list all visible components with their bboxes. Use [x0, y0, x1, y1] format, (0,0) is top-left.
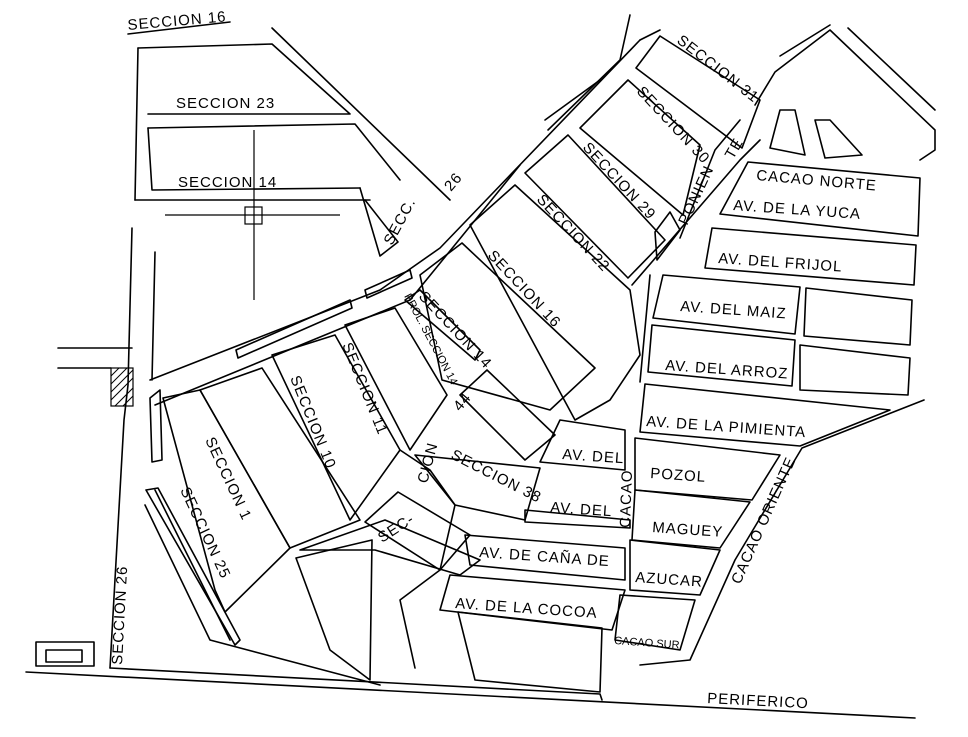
label-te: TE [722, 135, 747, 162]
label-cacao-norte: CACAO NORTE [756, 167, 878, 194]
label-av-frijol: AV. DEL FRIJOL [718, 250, 843, 276]
street-lines [25, 14, 936, 719]
label-seccion-1: SECCION 1 [201, 435, 254, 524]
label-seccion-29: SECCION 29 [579, 139, 659, 223]
label-seccion-31: SECCION 31 [674, 32, 763, 106]
label-av-pimienta: AV. DE LA PIMIENTA [646, 413, 807, 441]
label-av-cocoa: AV. DE LA COCOA [455, 595, 598, 622]
label-maguey: MAGUEY [652, 519, 724, 541]
label-seccion-25: SECCION 25 [176, 485, 233, 582]
label-av-cana: AV. DE CAÑA DE [479, 544, 611, 570]
label-seccion-23: SECCION 23 [176, 95, 275, 112]
label-av-maiz: AV. DEL MAIZ [680, 298, 787, 322]
label-sec: SEC- [375, 510, 418, 546]
label-av-yuca: AV. DE LA YUCA [733, 197, 862, 223]
label-av-del-2: AV. DEL [550, 499, 613, 520]
label-cion: CION [414, 441, 441, 485]
label-ponien: PONIEN [675, 163, 717, 228]
label-seccion-26: SECCION 26 [109, 565, 131, 665]
label-44: 44 [450, 389, 475, 414]
label-cacao-sur: CACAO SUR [614, 635, 680, 652]
label-seccion-22: SECCION 22 [533, 191, 613, 275]
label-periferico: PERIFERICO [707, 690, 809, 712]
label-26: 26 [441, 169, 466, 194]
label-azucar: AZUCAR [635, 569, 704, 591]
label-seccion-14: SECCION 14 [178, 174, 277, 191]
label-secc: SECC. [381, 195, 420, 248]
label-av-arroz: AV. DEL ARROZ [665, 357, 789, 383]
label-seccion-16: SECCION 16 [484, 247, 564, 331]
label-av-del-1: AV. DEL [562, 446, 625, 467]
hatch-lines [110, 367, 134, 407]
label-cacao: CACAO [617, 469, 636, 528]
label-seccion-11: SECCION 11 [338, 340, 391, 437]
hatched-marker [110, 367, 134, 407]
label-pozol: POZOL [650, 465, 707, 486]
label-seccion-10: SECCION 10 [286, 373, 339, 471]
label-seccion-16-top: SECCION 16 [127, 8, 227, 34]
